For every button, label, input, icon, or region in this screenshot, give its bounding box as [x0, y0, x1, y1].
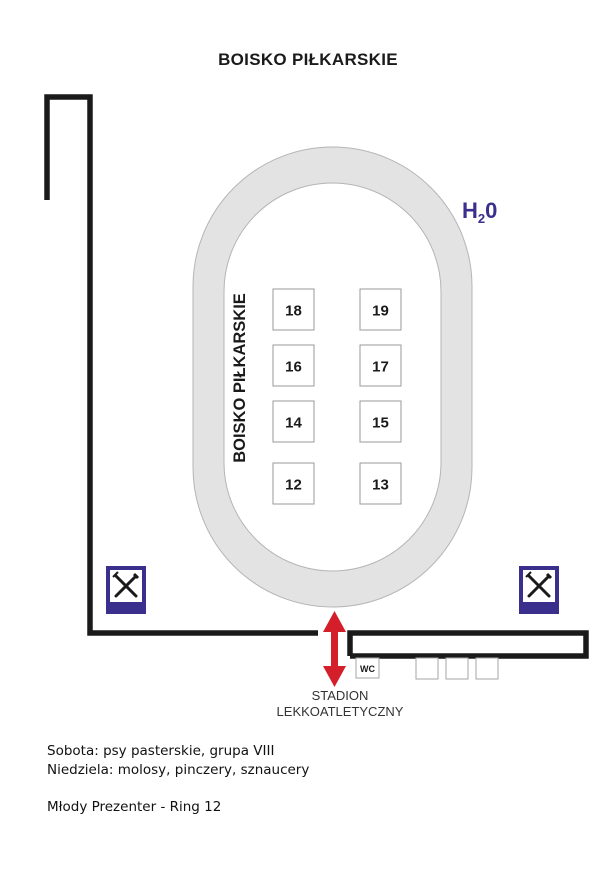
ring-number: 17	[372, 359, 389, 376]
water-label: H20	[462, 198, 497, 226]
football-field	[223, 182, 442, 572]
sunday-note: Niedziela: molosy, pinczery, sznaucery	[47, 762, 310, 778]
venue-wall-left	[44, 94, 318, 636]
wc-label: WC	[360, 664, 375, 674]
ring-box-16	[272, 344, 315, 387]
booth	[445, 657, 469, 680]
ring-box-19	[359, 288, 402, 331]
entrance-arrow	[323, 611, 346, 687]
field-label: BOISKO PIŁKARSKIE	[231, 293, 249, 463]
stadium-label-line2: LEKKOATLETYCZNY	[277, 704, 404, 719]
ring-box-15	[359, 400, 402, 443]
ring-box-17	[359, 344, 402, 387]
ring-number: 18	[285, 303, 302, 320]
saturday-note: Sobota: psy pasterskie, grupa VIII	[47, 743, 275, 759]
ring-box-14	[272, 400, 315, 443]
fork-knife-icon	[106, 566, 146, 614]
page-title: BOISKO PIŁKARSKIE	[218, 50, 398, 69]
ring-number: 16	[285, 359, 302, 376]
ring-number: 14	[285, 415, 302, 432]
booth	[475, 657, 499, 680]
ring-number: 15	[372, 415, 389, 432]
rings-group: 18 19 16 17 14 15 12 13	[272, 288, 402, 505]
ring-box-13	[359, 462, 402, 505]
schedule-notes: Sobota: psy pasterskie, grupa VIII Niedz…	[47, 742, 309, 817]
venue-wall-right	[347, 630, 589, 659]
ring-box-12	[272, 462, 315, 505]
ring-number: 12	[285, 477, 302, 494]
ring-number: 13	[372, 477, 389, 494]
ring-box-18	[272, 288, 315, 331]
ring-number: 19	[372, 303, 389, 320]
junior-handler-note: Młody Prezenter - Ring 12	[47, 799, 222, 815]
stadium-label-line1: STADION	[312, 688, 369, 703]
booth	[415, 657, 439, 680]
wc-box	[355, 657, 380, 679]
fork-knife-icon	[519, 566, 559, 614]
